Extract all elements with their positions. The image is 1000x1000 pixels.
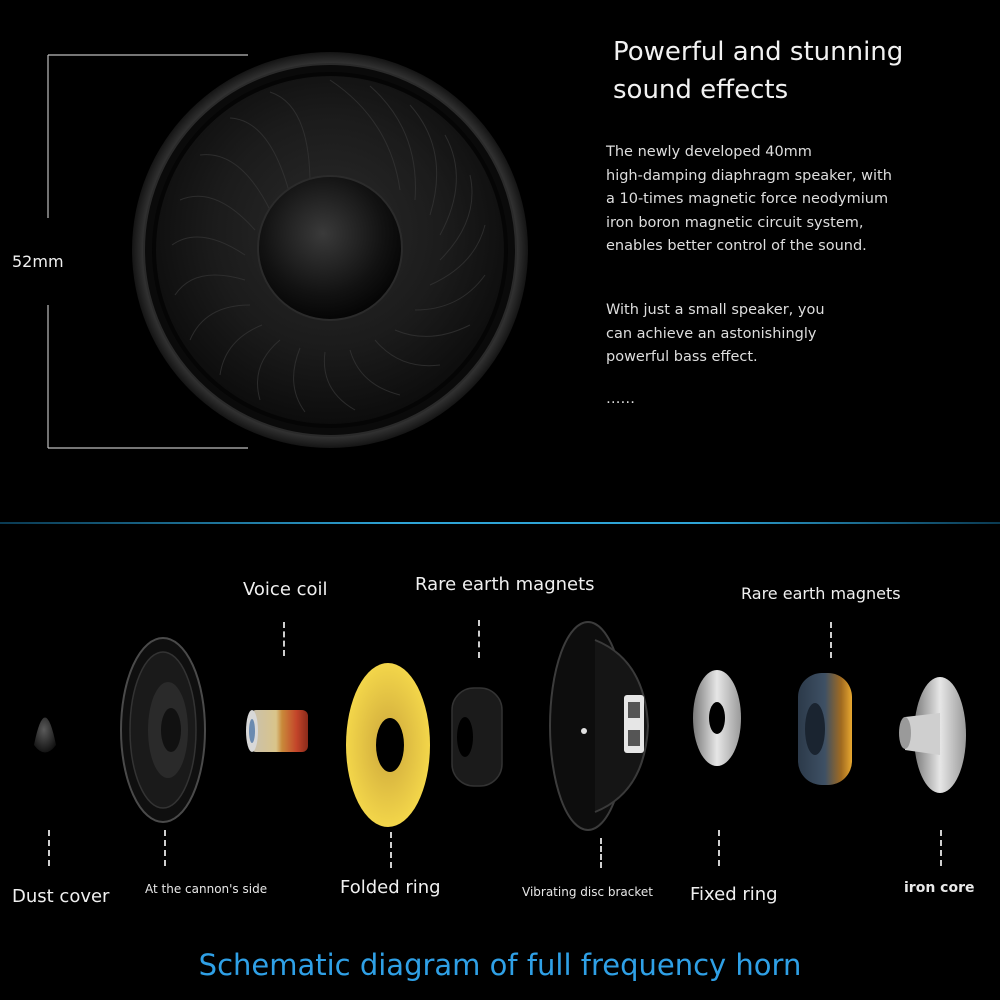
part-voice-coil [246,710,308,752]
label-folded-ring: Folded ring [340,877,441,898]
diagram-title: Schematic diagram of full frequency horn [198,948,802,982]
part-rare-earth-magnet-2 [798,673,852,785]
label-fixed-ring: Fixed ring [690,884,778,905]
part-disc-bracket [549,621,650,831]
leader-voice-coil [283,622,285,656]
label-iron-core: iron core [904,880,975,896]
leader-rare-earth-1 [478,620,480,658]
parts-illustration [34,621,966,831]
part-cone [120,637,206,823]
label-disc-bracket: Vibrating disc bracket [522,885,653,899]
section-divider [0,522,1000,524]
leader-iron-core [940,830,942,866]
ellipsis: …… [606,391,635,407]
leader-disc-bracket [600,838,602,868]
cone-texture [171,79,486,413]
dimension-marker [47,54,248,449]
label-rare-earth-magnets-2: Rare earth magnets [741,584,901,603]
part-folded-ring [346,663,430,827]
label-voice-coil: Voice coil [243,579,328,600]
label-cannon-side: At the cannon's side [145,882,268,896]
label-rare-earth-magnets-1: Rare earth magnets [415,574,595,595]
leader-dust-cover [48,830,50,866]
part-iron-core [899,677,966,793]
part-fixed-ring [693,670,741,766]
section-heading: Powerful and stunning sound effects [613,37,904,105]
description-paragraph-1: The newly developed 40mm high-damping di… [606,144,892,254]
dimension-label: 52mm [12,252,64,271]
speaker-illustration [47,52,528,449]
leader-folded-ring [390,832,392,868]
label-dust-cover: Dust cover [12,886,110,907]
leader-rare-earth-2 [830,622,832,658]
description-paragraph-2: With just a small speaker, you can achie… [606,302,825,365]
part-dust-cover [34,717,56,753]
leader-fixed-ring [718,830,720,866]
leader-cannon-side [164,830,166,866]
part-rare-earth-magnet-1 [451,687,503,787]
